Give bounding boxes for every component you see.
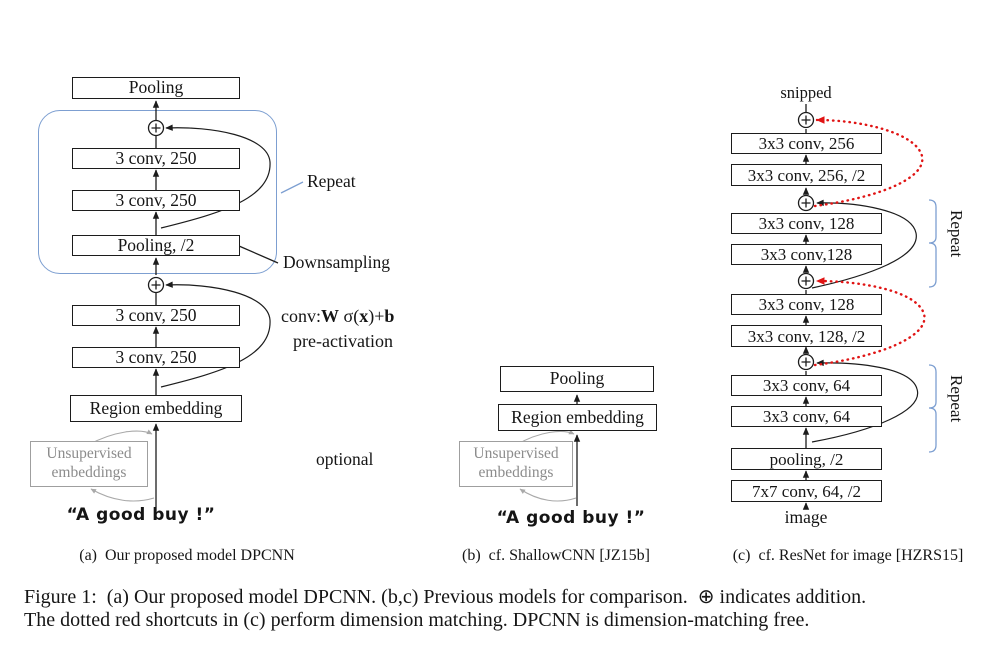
c-conv-box: 3x3 conv, 256, /2 — [731, 164, 882, 186]
c-conv-box: 3x3 conv, 64 — [731, 375, 882, 396]
a-downsampling-label: Downsampling — [283, 252, 390, 272]
panel-a-shortcut-arrows — [160, 124, 271, 388]
plus-circle-icons — [147, 111, 815, 371]
c-conv-box: 3x3 conv, 128 — [731, 294, 882, 315]
a-pre-activation-label: pre-activation — [293, 331, 393, 351]
b-input-text: “A good buy !” — [496, 508, 646, 528]
repeat-group-outline — [38, 110, 277, 274]
b-optional-label: optional — [316, 449, 374, 469]
add-icon — [797, 272, 815, 290]
c-conv-box: 3x3 conv,128 — [731, 244, 882, 265]
b-subcaption: (b) cf. ShallowCNN [JZ15b] — [462, 547, 650, 564]
unsupervised-line1: Unsupervised — [473, 445, 559, 463]
a-conv-box: 3 conv, 250 — [72, 305, 240, 326]
add-icon — [797, 194, 815, 212]
a-repeat-label: Repeat — [307, 171, 356, 191]
c-conv-box: 7x7 conv, 64, /2 — [731, 480, 882, 502]
formula-pre: conv: — [281, 306, 321, 326]
c-image-label: image — [784, 507, 828, 527]
formula-w: W — [321, 306, 339, 326]
a-conv-box: 3 conv, 250 — [72, 347, 240, 368]
a-pooling-box: Pooling — [72, 77, 240, 99]
unsupervised-line1: Unsupervised — [46, 445, 132, 463]
b-region-embedding-box: Region embedding — [498, 404, 657, 431]
panel-a-leader-lines — [238, 181, 304, 264]
figure-caption-line2: The dotted red shortcuts in (c) perform … — [24, 609, 810, 631]
formula-sigma: σ( — [339, 306, 360, 326]
add-icon — [147, 276, 165, 294]
formula-b: b — [384, 306, 395, 326]
unsupervised-line2: embeddings — [51, 464, 127, 481]
a-conv-box: 3 conv, 250 — [72, 190, 240, 211]
b-pooling-box: Pooling — [500, 366, 654, 392]
c-repeat-label-bottom: Repeat — [947, 375, 966, 423]
a-subcaption: (a) Our proposed model DPCNN — [79, 547, 295, 564]
formula-close: )+ — [368, 306, 385, 326]
panel-c-red-dotted-shortcut-arrows — [813, 116, 926, 367]
panel-c-repeat-shortcut-arrows — [811, 199, 919, 443]
panel-c-repeat-brackets — [928, 199, 937, 453]
a-conv-box: 3 conv, 250 — [72, 148, 240, 169]
a-conv-formula: conv:W σ(x)+b — [281, 306, 394, 327]
a-input-text: “A good buy !” — [66, 505, 216, 525]
c-conv-box: 3x3 conv, 64 — [731, 406, 882, 427]
c-conv-box: 3x3 conv, 256 — [731, 133, 882, 154]
c-pooling-box: pooling, /2 — [731, 448, 882, 470]
c-conv-box: 3x3 conv, 128 — [731, 213, 882, 234]
add-icon — [797, 353, 815, 371]
a-pooling-half-box: Pooling, /2 — [72, 235, 240, 256]
add-icon — [147, 119, 165, 137]
c-snipped-label: snipped — [780, 83, 832, 102]
b-unsupervised-embeddings-box: Unsupervised embeddings — [459, 441, 573, 487]
add-icon — [797, 111, 815, 129]
a-region-embedding-box: Region embedding — [70, 395, 242, 422]
c-conv-box: 3x3 conv, 128, /2 — [731, 325, 882, 347]
a-unsupervised-embeddings-box: Unsupervised embeddings — [30, 441, 148, 487]
c-repeat-label-top: Repeat — [947, 210, 966, 258]
figure-caption-line1: Figure 1: (a) Our proposed model DPCNN. … — [24, 586, 867, 608]
formula-x: x — [359, 306, 369, 326]
unsupervised-line2: embeddings — [478, 464, 554, 481]
c-subcaption: (c) cf. ResNet for image [HZRS15] — [732, 547, 964, 564]
